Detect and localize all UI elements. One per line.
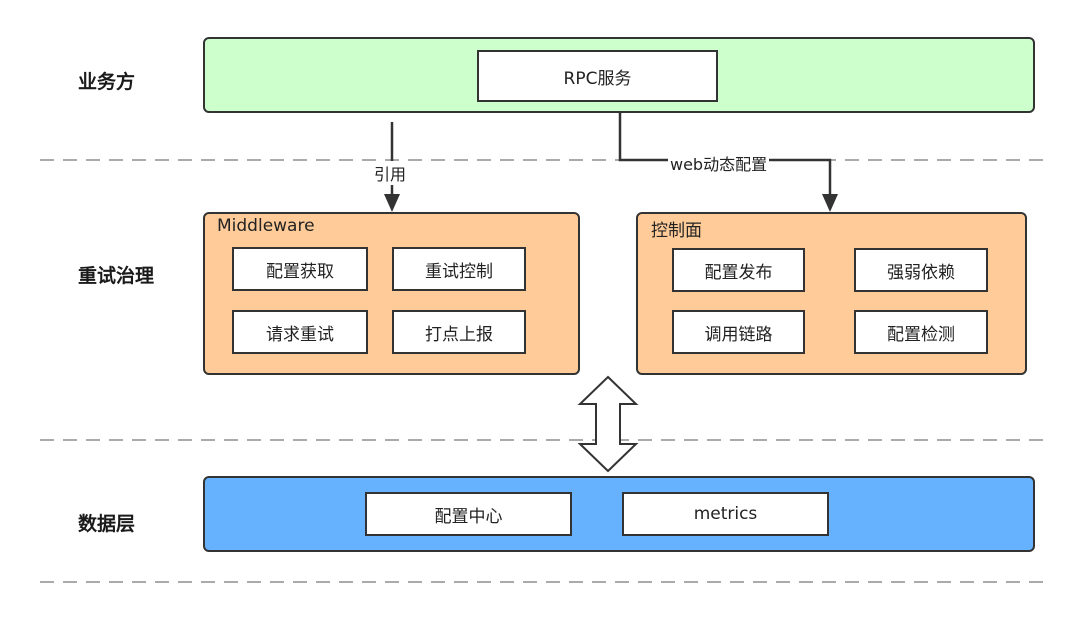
web-config-arrow-head: [822, 194, 838, 212]
data-layer-box: [203, 476, 1035, 552]
middleware-item: 请求重试: [232, 310, 368, 354]
control-plane-item: 调用链路: [672, 310, 805, 354]
double-arrow: [577, 375, 639, 473]
reference-arrow-head: [384, 194, 400, 212]
control-plane-item: 强弱依赖: [854, 248, 988, 292]
layer-label-governance: 重试治理: [78, 265, 155, 287]
middleware-item: 打点上报: [392, 310, 526, 354]
rpc-service-card: RPC服务: [477, 50, 718, 102]
data-layer-item: metrics: [622, 492, 829, 536]
middleware-title: Middleware: [217, 216, 315, 236]
web-config-label: web动态配置: [668, 151, 770, 175]
control-plane-item: 配置检测: [854, 310, 988, 354]
middleware-item: 配置获取: [232, 247, 368, 291]
data-layer-item: 配置中心: [365, 492, 572, 536]
control-plane-title: 控制面: [651, 221, 702, 241]
layer-label-data: 数据层: [78, 513, 136, 535]
reference-label: 引用: [372, 161, 409, 185]
layer-label-business: 业务方: [78, 71, 136, 93]
middleware-item: 重试控制: [392, 247, 526, 291]
control-plane-item: 配置发布: [672, 248, 805, 292]
